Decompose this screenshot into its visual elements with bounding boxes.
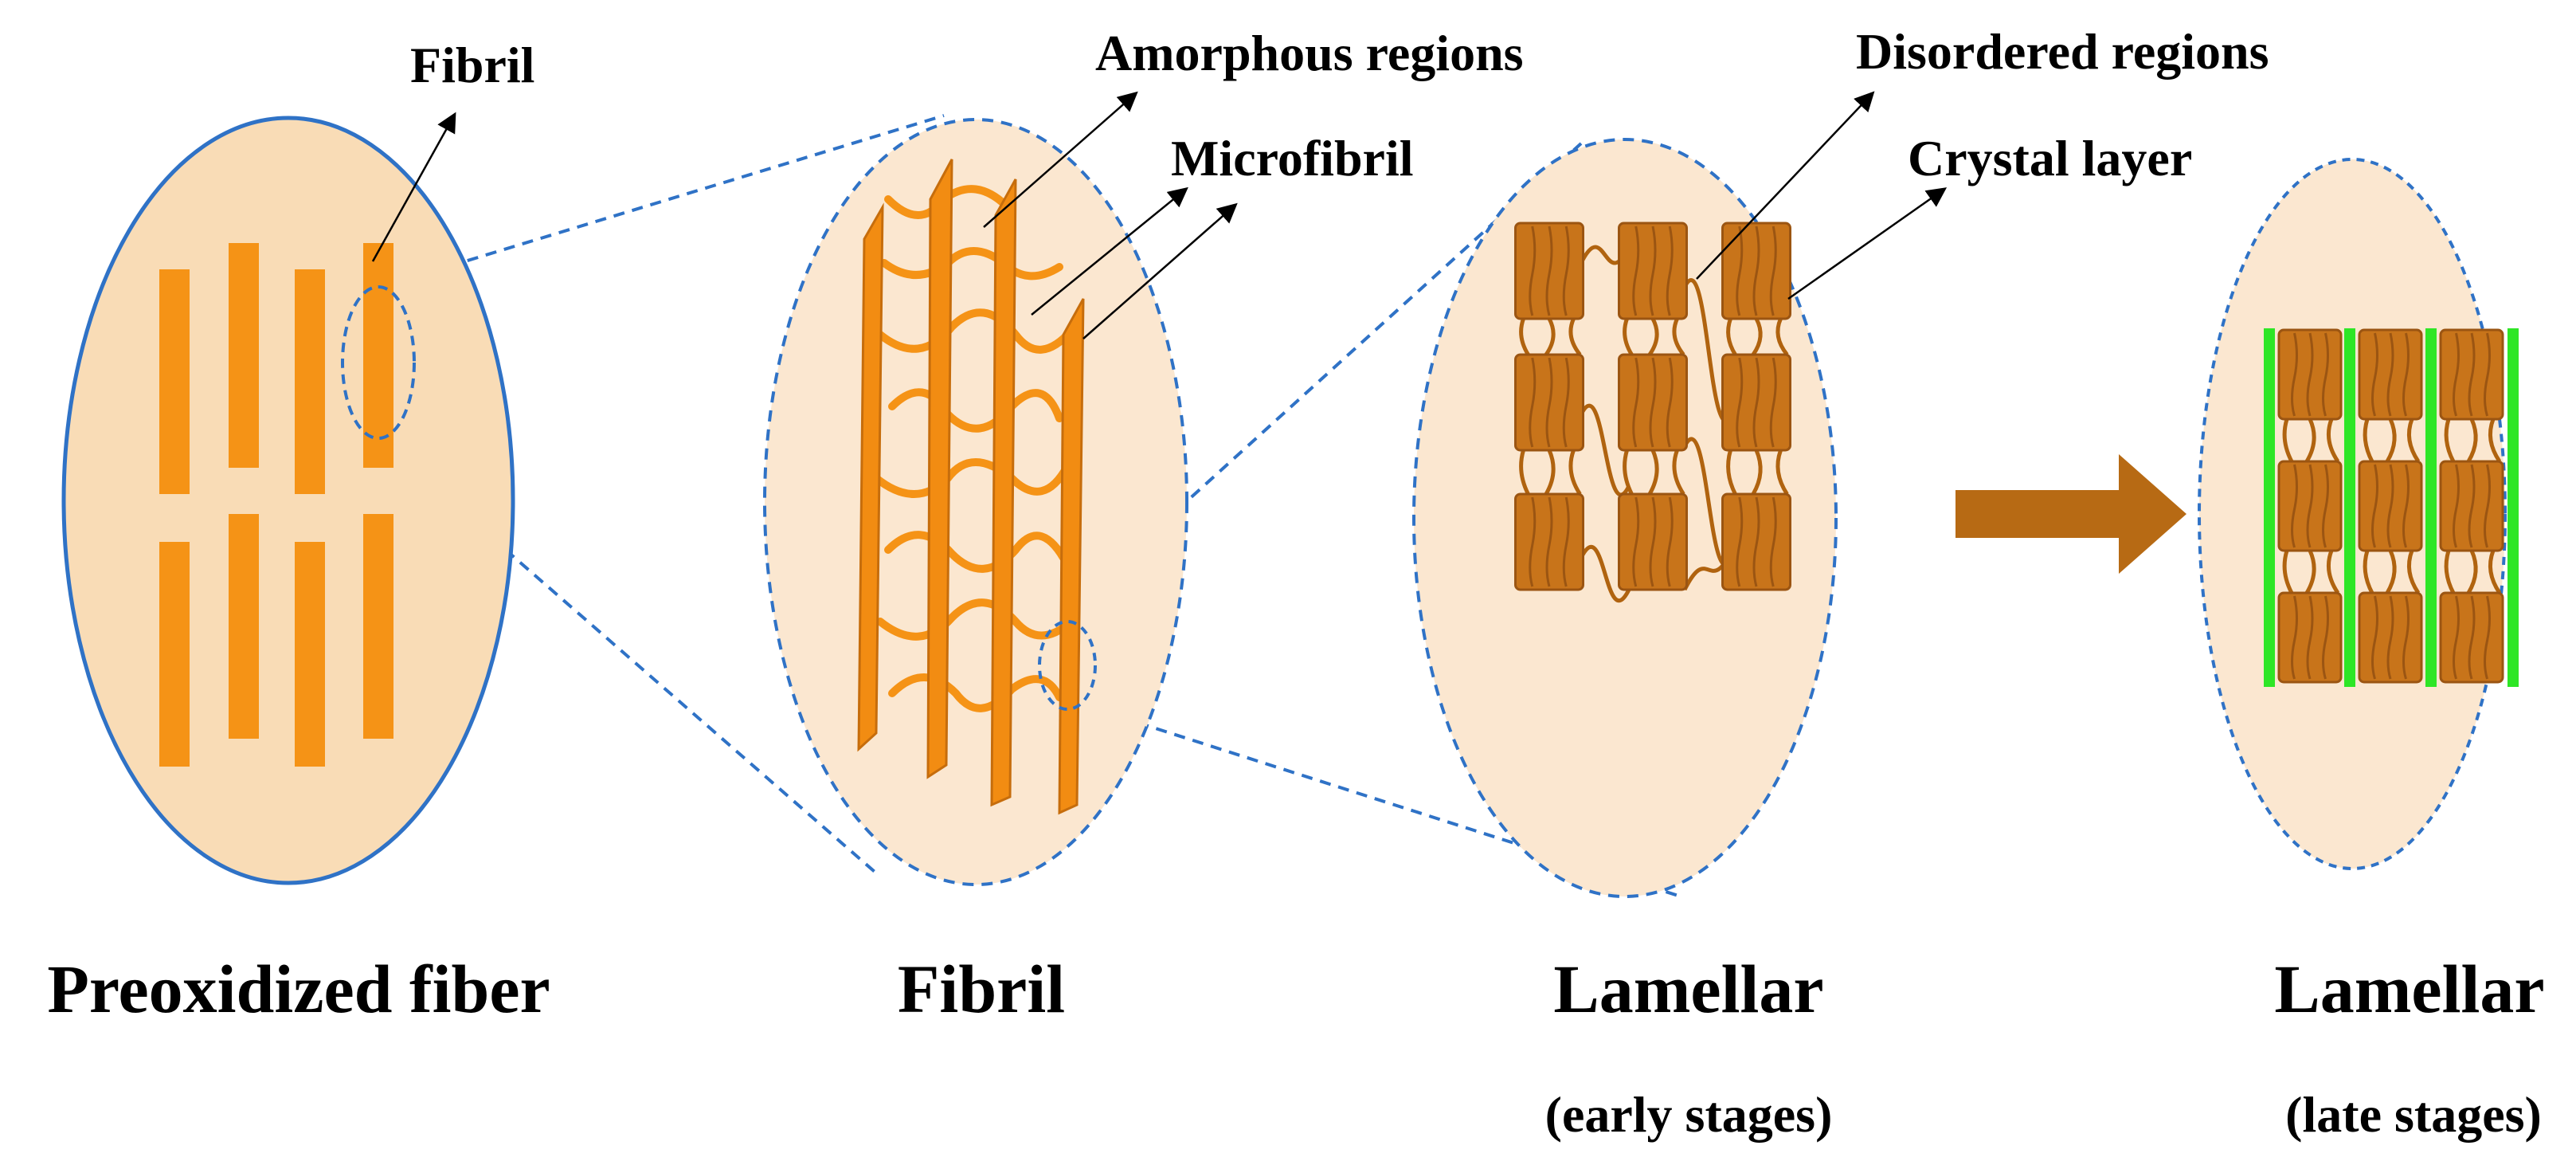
fibril-bar	[363, 243, 393, 468]
crystal-block	[1721, 353, 1791, 452]
panel-subtitle: (late stages)	[2285, 1086, 2542, 1143]
microfibril-pointer-2	[1082, 202, 1238, 339]
fibril-bar	[159, 542, 190, 767]
crystal-block	[2439, 328, 2504, 421]
disordered-chain	[1519, 317, 1582, 356]
disordered-chain	[1623, 317, 1685, 356]
amorphous-tangles	[872, 185, 1075, 712]
disordered-chain	[2282, 418, 2340, 463]
microfibril	[990, 178, 1017, 807]
panel-title: Lamellar	[1553, 951, 1823, 1027]
fibril-bar	[159, 269, 190, 494]
crystal-block	[2439, 460, 2504, 552]
disordered-chain-links-late	[2282, 418, 2502, 594]
panel-titles: Preoxidized fiber Fibril Lamellar (early…	[47, 951, 2544, 1143]
fibril-bar	[363, 514, 393, 739]
crystal-block	[2358, 328, 2423, 421]
panel-subtitle: (early stages)	[1545, 1086, 1833, 1143]
crystal-layer-bar	[2425, 328, 2437, 687]
disordered-chain	[1726, 317, 1789, 356]
disordered-chain	[2363, 418, 2421, 463]
zoom-line-fiber-top	[375, 114, 945, 290]
lamellar-early-panel	[1412, 91, 1948, 898]
disordered-chain	[2363, 549, 2421, 594]
crystal-green-layers	[2264, 328, 2519, 687]
fibril-bars	[159, 243, 393, 767]
zoom-highlight-circle	[341, 285, 416, 440]
disordered-chain	[2444, 549, 2502, 594]
disordered-chain	[2444, 418, 2502, 463]
disordered-pointer	[1696, 91, 1875, 280]
panel-title: Lamellar	[2274, 951, 2544, 1027]
fibril-bar	[295, 542, 325, 767]
fibril-bar	[229, 514, 259, 739]
fibril-callout-label: Fibril	[410, 37, 534, 93]
crystal-layer-pointer	[1787, 187, 1948, 300]
disordered-chain	[1726, 449, 1789, 496]
fibril-bar	[295, 269, 325, 494]
disordered-chain	[2282, 549, 2340, 594]
crystal-block	[1618, 492, 1688, 591]
crystal-block	[2277, 460, 2343, 552]
crystal-block	[2277, 591, 2343, 684]
crystal-layer-bar	[2344, 328, 2355, 687]
crystal-block	[1618, 353, 1688, 452]
crystal-block	[1514, 492, 1584, 591]
fibril-region	[763, 118, 1188, 886]
crystal-block	[2358, 460, 2423, 552]
microfibril-pointer-1	[1031, 186, 1188, 316]
fibril-bar	[229, 243, 259, 468]
crystal-layer-label: Crystal layer	[1908, 130, 2192, 186]
crystal-block	[2439, 591, 2504, 684]
crystal-blocks-late	[2277, 328, 2504, 684]
callout-labels: Fibril Amorphous regions Microfibril Dis…	[410, 23, 2269, 186]
lamellar-late-panel	[2198, 158, 2519, 870]
disordered-chain	[1579, 544, 1631, 603]
microfibril	[857, 202, 884, 752]
panel-title: Fibril	[898, 951, 1065, 1027]
fibril-panel	[763, 91, 1238, 886]
zoom-highlight-circle	[1038, 620, 1097, 711]
crystal-block	[1514, 353, 1584, 452]
preoxidized-fiber-panel	[61, 112, 515, 885]
amorphous-regions-label: Amorphous regions	[1095, 25, 1524, 81]
microfibril-stacks	[857, 159, 1085, 815]
panel-title: Preoxidized fiber	[47, 951, 550, 1027]
amorphous-pointer	[983, 91, 1138, 228]
crystal-block	[2277, 328, 2343, 421]
crystal-layer-bar	[2264, 328, 2275, 687]
disordered-chain	[1623, 449, 1685, 496]
disordered-regions-label: Disordered regions	[1856, 23, 2269, 80]
microfibril	[926, 159, 953, 779]
fibril-callout-pointer	[371, 112, 456, 262]
zoom-line-fiber-bottom	[374, 435, 882, 878]
crystal-block	[2358, 591, 2423, 684]
microfibril	[1058, 298, 1085, 815]
crystal-layer-bar	[2507, 328, 2519, 687]
fiber-cross-section	[61, 116, 515, 885]
crystal-block	[1514, 222, 1584, 320]
crystal-block	[1721, 492, 1791, 591]
crystal-blocks-early	[1514, 222, 1791, 591]
crystal-block	[1721, 222, 1791, 320]
microfibril-label: Microfibril	[1171, 130, 1414, 186]
right-arrow-icon	[1955, 454, 2186, 574]
crystal-block	[1618, 222, 1688, 320]
disordered-chain	[1519, 449, 1582, 496]
